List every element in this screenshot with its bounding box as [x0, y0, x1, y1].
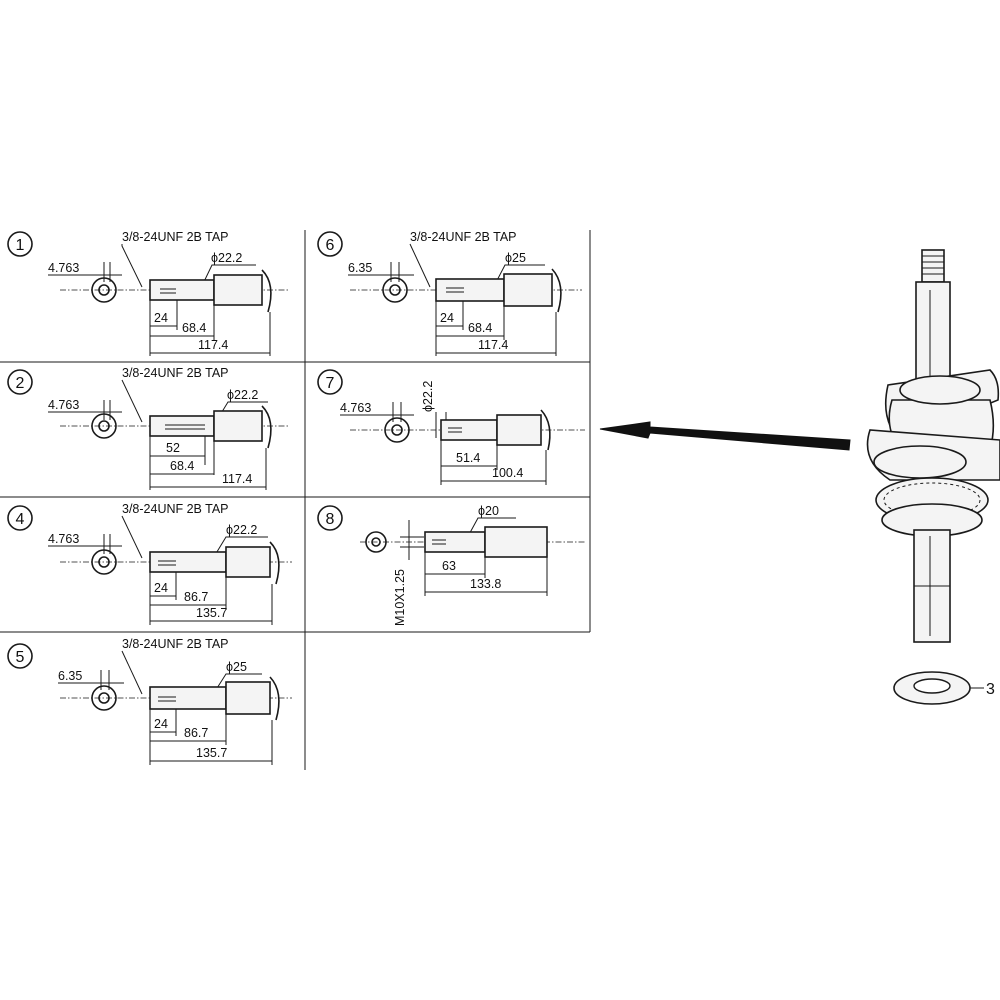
panel-number: 4 — [16, 511, 25, 528]
shaft-keyed-section — [149, 415, 215, 437]
shaft-end-view — [91, 549, 117, 575]
crankshaft-illustration: 3 — [866, 249, 1000, 705]
diameter-label: ϕ22.2 — [226, 523, 257, 537]
tap-label: 3/8-24UNF 2B TAP — [122, 366, 229, 380]
tap-label: 3/8-24UNF 2B TAP — [122, 637, 229, 651]
panel-8: 8 ϕ20 M10X1.25 63 133.8 — [317, 504, 585, 626]
panel-6: 6 3/8-24UNF 2B TAP ϕ25 6.35 24 68.4 117.… — [317, 230, 582, 356]
dimension-1: 24 — [154, 311, 168, 325]
dimension-3: 117.4 — [478, 338, 508, 352]
panel-number-badge — [7, 369, 33, 395]
keyway-width-label: 4.763 — [48, 532, 79, 546]
tap-label: 3/8-24UNF 2B TAP — [410, 230, 517, 244]
panel-1: 1 3/8-24UNF 2B TAP ϕ22.2 4.763 24 68.4 1… — [7, 230, 290, 356]
panel-number-badge — [7, 643, 33, 669]
shaft-keyed-section — [149, 686, 227, 710]
dimension-1: 24 — [154, 717, 168, 731]
shaft-main-body — [213, 410, 263, 442]
callout-label: 3 — [986, 681, 995, 698]
shaft-end-view — [91, 277, 117, 303]
shaft-keyed-section — [435, 278, 505, 302]
keyway-width-label: 4.763 — [340, 401, 371, 415]
dimension-1: 24 — [154, 581, 168, 595]
dimension-1: 51.4 — [456, 451, 480, 465]
panel-number: 6 — [326, 237, 335, 254]
shaft-main-body — [484, 526, 548, 558]
dimension-2: 86.7 — [184, 590, 208, 604]
panel-5: 5 3/8-24UNF 2B TAP ϕ25 6.35 24 86.7 135.… — [7, 637, 292, 765]
shaft-end-view — [382, 277, 408, 303]
panel-grid — [0, 230, 591, 770]
panel-number-badge — [317, 369, 343, 395]
diameter-label: ϕ22.2 — [211, 251, 242, 265]
dimension-3: 117.4 — [222, 472, 252, 486]
diameter-label: ϕ22.2 — [421, 381, 435, 412]
shaft-main-body — [225, 546, 271, 578]
dimension-2: 68.4 — [170, 459, 194, 473]
keyway-width-label: 6.35 — [58, 669, 82, 683]
panel-2: 2 3/8-24UNF 2B TAP ϕ22.2 4.763 52 68.4 1… — [7, 366, 290, 490]
shaft-main-body — [225, 681, 271, 715]
tap-label: 3/8-24UNF 2B TAP — [122, 502, 229, 516]
shaft-end-view — [365, 531, 387, 553]
shaft-threaded-section — [424, 531, 486, 553]
panel-number-badge — [7, 505, 33, 531]
panel-number: 5 — [16, 649, 25, 666]
diameter-label: ϕ20 — [478, 504, 499, 518]
diameter-label: ϕ25 — [226, 660, 247, 674]
shaft-main-body — [503, 273, 553, 307]
panel-number: 8 — [326, 511, 335, 528]
dimension-3: 135.7 — [196, 746, 227, 760]
keyway-width-label: 4.763 — [48, 261, 79, 275]
pointer-arrow — [599, 421, 851, 451]
panel-number-badge — [317, 231, 343, 257]
dimension-3: 117.4 — [198, 338, 228, 352]
dimension-2: 86.7 — [184, 726, 208, 740]
dimension-2: 68.4 — [468, 321, 492, 335]
shaft-keyed-section — [149, 279, 215, 301]
diameter-label: ϕ25 — [505, 251, 526, 265]
shaft-main-body — [213, 274, 263, 306]
shaft-keyed-section — [440, 419, 498, 441]
dimension-2: 133.8 — [470, 577, 501, 591]
dimension-2: 68.4 — [182, 321, 206, 335]
shaft-keyed-section — [149, 551, 227, 573]
keyway-width-label: 6.35 — [348, 261, 372, 275]
dimension-1: 24 — [440, 311, 454, 325]
panel-number: 1 — [16, 237, 25, 254]
thread-spec-label: M10X1.25 — [393, 569, 407, 626]
dimension-1: 52 — [166, 441, 180, 455]
panel-7: 7 ϕ22.2 4.763 51.4 100.4 — [317, 369, 585, 485]
keyway-width-label: 4.763 — [48, 398, 79, 412]
dimension-1: 63 — [442, 559, 456, 573]
panel-4: 4 3/8-24UNF 2B TAP ϕ22.2 4.763 24 86.7 1… — [7, 502, 292, 625]
shaft-end-view — [91, 685, 117, 711]
shaft-main-body — [496, 414, 542, 446]
dimension-2: 100.4 — [492, 466, 523, 480]
panel-number-badge — [7, 231, 33, 257]
diameter-label: ϕ22.2 — [227, 388, 258, 402]
dimension-3: 135.7 — [196, 606, 227, 620]
panel-number: 7 — [326, 375, 335, 392]
tap-label: 3/8-24UNF 2B TAP — [122, 230, 229, 244]
shaft-end-view — [91, 413, 117, 439]
shaft-end-view — [384, 417, 410, 443]
panel-number-badge — [317, 505, 343, 531]
panel-number: 2 — [16, 375, 25, 392]
